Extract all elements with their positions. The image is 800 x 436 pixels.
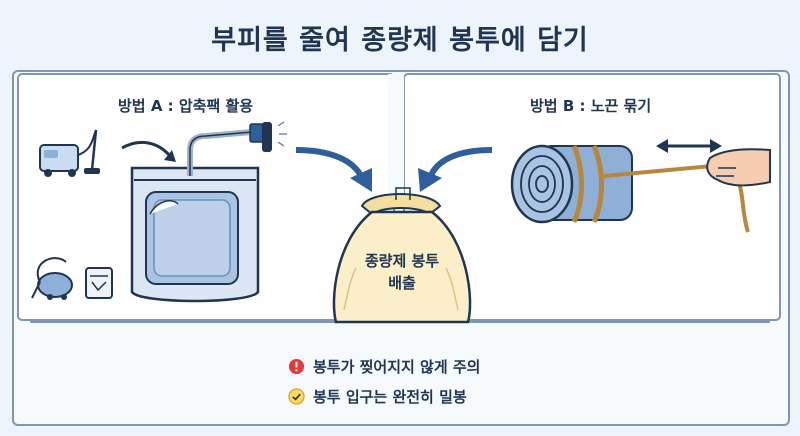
warning-icon bbox=[288, 358, 305, 375]
method-a-title: 방법 A : 압축팩 활용 bbox=[118, 97, 254, 115]
vacuum-cleaner-icon bbox=[39, 129, 100, 177]
compression-pack-icon bbox=[85, 267, 113, 299]
canister-vacuum-icon bbox=[31, 257, 73, 300]
method-b-title: 방법 B : 노끈 묶기 bbox=[530, 97, 652, 115]
note-warning: 봉투가 찢어지지 않게 주의 bbox=[288, 356, 480, 377]
bag-label-line2: 배출 bbox=[388, 274, 416, 292]
vacuum-hose bbox=[187, 121, 287, 176]
compression-bag bbox=[130, 166, 260, 303]
rolled-blanket bbox=[510, 144, 750, 233]
note-warning-text: 봉투가 찢어지지 않게 주의 bbox=[313, 358, 481, 376]
arrow-vacuum-to-bag bbox=[121, 140, 172, 158]
bag-label-line1: 종량제 봉투 bbox=[364, 252, 440, 270]
note-check: 봉투 입구는 완전히 밀봉 bbox=[288, 386, 467, 407]
double-arrow-icon bbox=[656, 139, 722, 153]
arrow-left-to-bag bbox=[295, 147, 365, 180]
check-icon bbox=[288, 388, 305, 405]
note-check-text: 봉투 입구는 완전히 밀봉 bbox=[313, 388, 467, 406]
hand-icon bbox=[706, 148, 771, 187]
bag-label: 종량제 봉투 배출 bbox=[344, 250, 460, 294]
garbage-bag bbox=[332, 74, 472, 324]
page-title: 부피를 줄여 종량제 봉투에 담기 bbox=[211, 25, 589, 56]
arrow-right-to-bag bbox=[427, 147, 493, 180]
